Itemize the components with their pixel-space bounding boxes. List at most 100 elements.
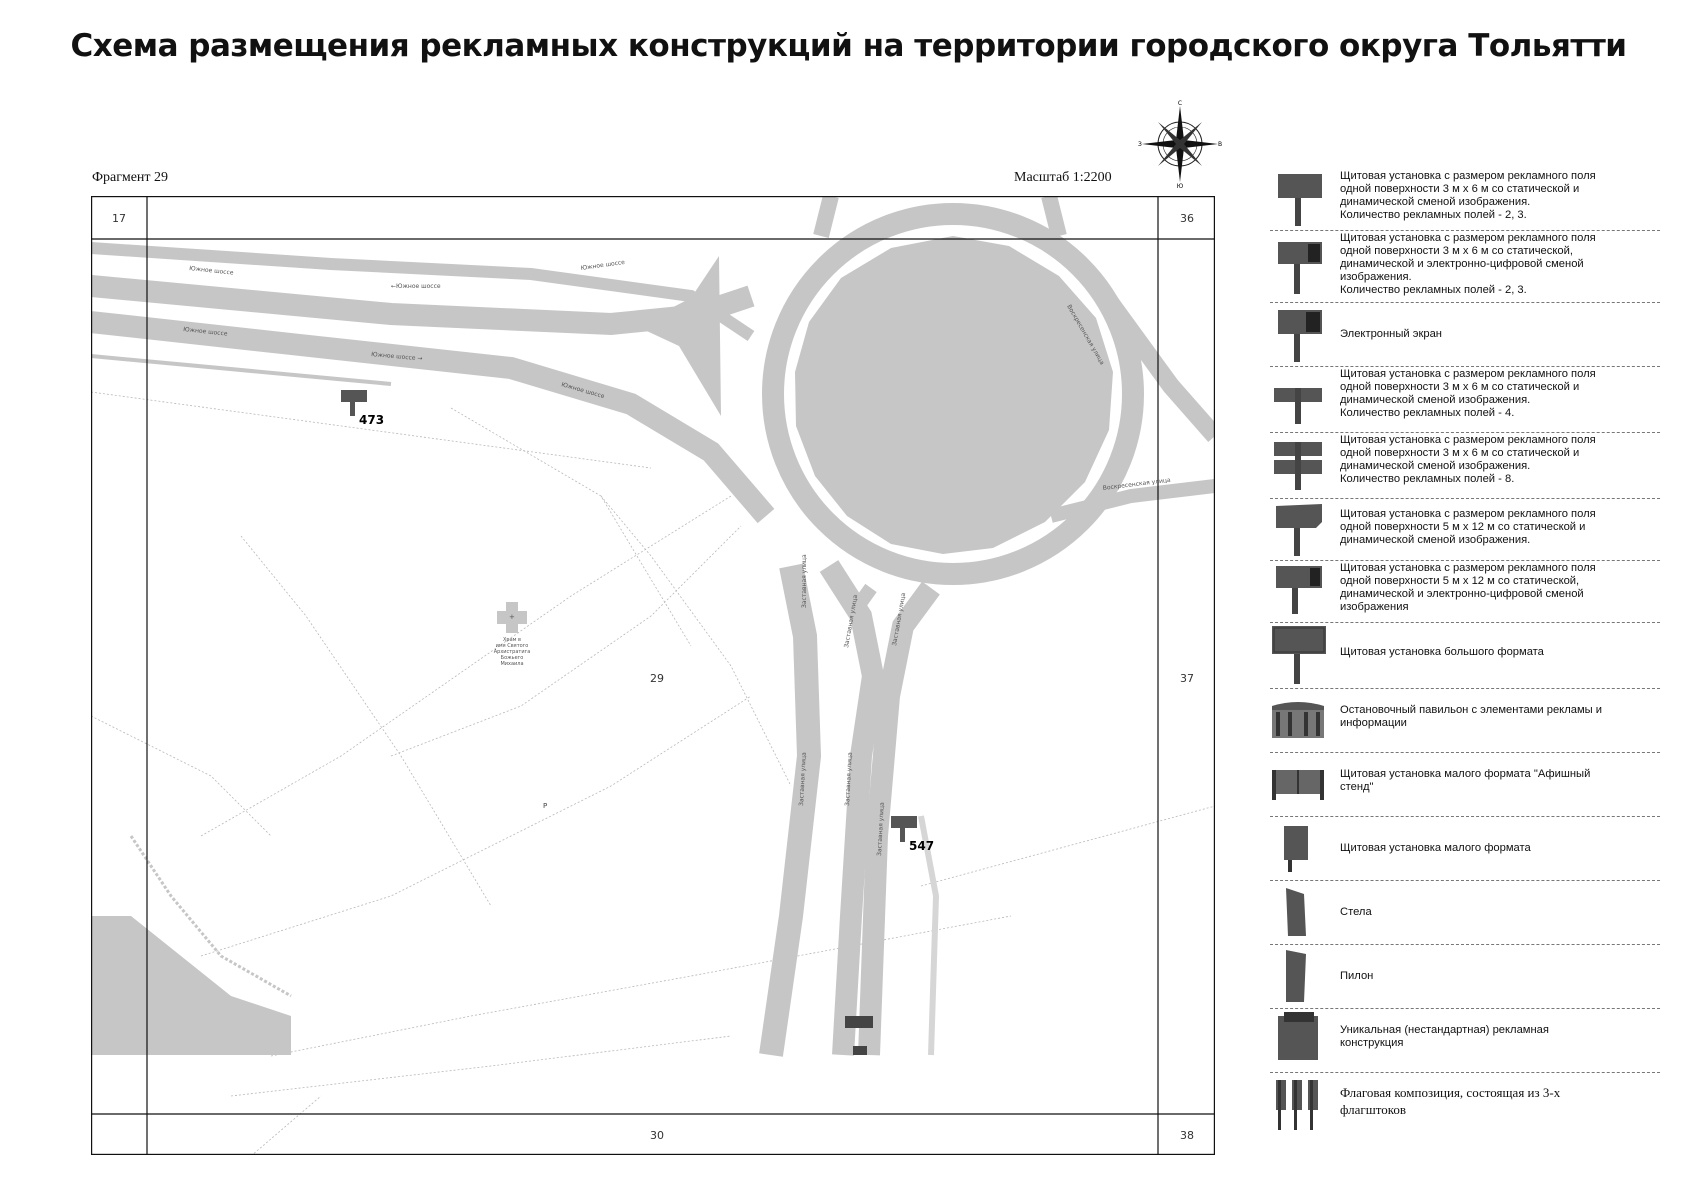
legend-text-stele: Стела xyxy=(1340,906,1372,918)
road-yuzhnoe-edge xyxy=(91,354,392,386)
church-cross-mark: + xyxy=(509,613,515,621)
grid-cell-17: 17 xyxy=(112,212,126,225)
legend-row-pylon: Пилон xyxy=(1270,944,1660,1009)
street-label-e: Заставная улица xyxy=(844,752,854,806)
roundabout-ring xyxy=(762,203,1144,585)
road-south-west xyxy=(759,563,822,1057)
built-area-southwest xyxy=(91,916,291,1055)
church-label-line: Храм в xyxy=(503,637,521,643)
road-voskresenskaya-2 xyxy=(1049,479,1215,523)
legend-text-large-format: Щитовая установка большого формата xyxy=(1340,646,1544,658)
legend-row-billboard-4-fields: Щитовая установка с размером рекламного … xyxy=(1270,366,1660,433)
legend-text-billboard-3x6: Щитовая установка с размером рекламного … xyxy=(1340,170,1596,221)
legend-text-poster-stand: Щитовая установка малого формата "Афишны… xyxy=(1340,768,1591,793)
legend-text-billboard-3x6-digital: Щитовая установка с размером рекламного … xyxy=(1340,232,1596,296)
legend-text-billboard-8-fields: Щитовая установка с размером рекламного … xyxy=(1340,434,1596,485)
traffic-island xyxy=(636,256,721,416)
church-label-line: Архистратига xyxy=(494,649,531,655)
parcel-boundaries xyxy=(91,391,1215,1155)
legend-text-billboard-4-fields: Щитовая установка с размером рекламного … xyxy=(1340,368,1596,419)
ad-marker-547-label: 547 xyxy=(909,839,934,853)
compass-east: В xyxy=(1218,141,1222,148)
stele-icon xyxy=(1286,888,1306,936)
road-upper-west xyxy=(813,196,839,238)
legend-row-stele: Стела xyxy=(1270,880,1660,945)
legend-row-billboard-3x6: Щитовая установка с размером рекламного … xyxy=(1270,168,1660,231)
electronic-screen-icon xyxy=(1278,310,1322,362)
legend-row-electronic-screen: Электронный экран xyxy=(1270,302,1660,367)
pylon-icon xyxy=(1286,950,1306,1002)
legend-text-pylon: Пилон xyxy=(1340,970,1374,982)
page-title: Схема размещения рекламных конструкций н… xyxy=(70,28,1627,64)
scale-label: Масштаб 1:2200 xyxy=(1014,170,1112,185)
poster-stand-icon xyxy=(1272,770,1324,800)
ad-marker-547[interactable]: 547 xyxy=(891,816,934,853)
bus-stop-marker[interactable] xyxy=(845,1016,873,1055)
legend-text-billboard-5x12: Щитовая установка с размером рекламного … xyxy=(1340,508,1596,546)
legend-text-electronic-screen: Электронный экран xyxy=(1340,328,1442,340)
ad-marker-473[interactable]: 473 xyxy=(341,390,384,427)
road-voskresenskaya-1 xyxy=(1083,270,1215,442)
billboard-3x6-icon xyxy=(1278,174,1322,226)
bus-stop-pavilion-icon xyxy=(1272,702,1324,738)
church-label-line: Михаила xyxy=(500,661,523,667)
billboard-5x12-icon xyxy=(1276,504,1322,556)
small-format-billboard-icon xyxy=(1284,826,1308,872)
grid-cell-36: 36 xyxy=(1180,212,1194,225)
fragment-label: Фрагмент 29 xyxy=(92,170,169,185)
parking-label: P xyxy=(543,802,547,810)
grid-cell-37: 37 xyxy=(1180,672,1194,685)
street-label-yuzhnoe-4: Южное шоссе xyxy=(183,326,228,338)
built-area-edge xyxy=(129,835,292,998)
road-south-link xyxy=(845,583,877,621)
road-lower-east xyxy=(918,815,940,1056)
road-upper-east xyxy=(1041,196,1067,238)
legend-row-small-format: Щитовая установка малого формата xyxy=(1270,816,1660,881)
street-label-d: Заставная улица xyxy=(798,752,808,806)
road-yuzhnoe-south xyxy=(91,311,775,524)
street-label-yuzhnoe-5: Южное шоссе → xyxy=(371,351,423,362)
legend-row-bus-stop: Остановочный павильон с элементами рекла… xyxy=(1270,688,1660,753)
street-label-yuzhnoe-2: ←Южное шоссе xyxy=(391,283,441,290)
billboard-8-fields-icon xyxy=(1274,442,1322,490)
compass-south: Ю xyxy=(1177,183,1184,188)
grid-cell-30: 30 xyxy=(650,1129,664,1142)
road-south-east xyxy=(858,581,940,1056)
compass-north: С xyxy=(1178,100,1182,107)
street-label-yuzhnoe-1: Южное шоссе xyxy=(189,265,234,277)
map-frame xyxy=(91,196,1215,1155)
legend-row-billboard-5x12: Щитовая установка с размером рекламного … xyxy=(1270,498,1660,561)
unique-structure-icon xyxy=(1278,1012,1318,1060)
grid-cell-29: 29 xyxy=(650,672,664,685)
legend-text-billboard-5x12-digital: Щитовая установка с размером рекламного … xyxy=(1340,562,1596,613)
legend-text-small-format: Щитовая установка малого формата xyxy=(1340,842,1531,854)
legend-row-billboard-5x12-digital: Щитовая установка с размером рекламного … xyxy=(1270,560,1660,623)
billboard-3x6-digital-icon xyxy=(1278,242,1322,294)
legend-row-poster-stand: Щитовая установка малого формата "Афишны… xyxy=(1270,752,1660,817)
compass-rose-icon: С Ю З В xyxy=(1138,100,1222,188)
church-icon xyxy=(497,602,527,633)
ad-marker-473-label: 473 xyxy=(359,413,384,427)
street-label-yuzhnoe-3: Южное шоссе xyxy=(580,259,625,272)
church-label-line: имя Святого xyxy=(496,643,529,649)
billboard-4-fields-icon xyxy=(1274,388,1322,424)
street-label-a: Заставная улица xyxy=(801,554,808,608)
roundabout-center xyxy=(795,236,1113,554)
street-label-f: Заставная улица xyxy=(876,802,886,856)
legend-text-bus-stop: Остановочный павильон с элементами рекла… xyxy=(1340,704,1603,729)
church-label-line: Божьего xyxy=(501,655,524,661)
legend-row-billboard-8-fields: Щитовая установка с размером рекламного … xyxy=(1270,432,1660,499)
grid-cell-38: 38 xyxy=(1180,1129,1194,1142)
large-format-billboard-icon xyxy=(1272,626,1326,684)
legend-row-billboard-3x6-digital: Щитовая установка с размером рекламного … xyxy=(1270,230,1660,303)
billboard-5x12-digital-icon xyxy=(1276,566,1322,614)
flag-composition-icon xyxy=(1276,1080,1318,1130)
compass-west: З xyxy=(1138,141,1142,148)
legend-row-large-format: Щитовая установка большого формата xyxy=(1270,622,1660,689)
